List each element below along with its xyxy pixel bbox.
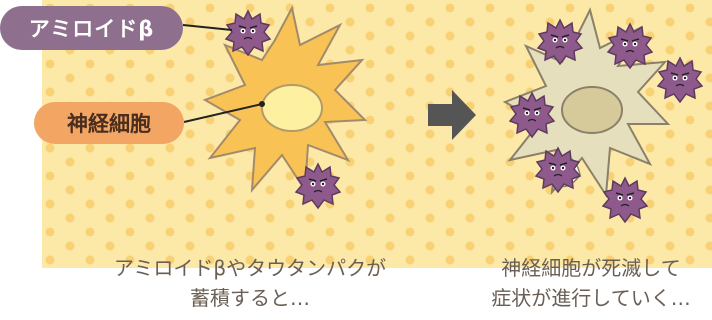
caption-before-line1: アミロイドβやタウタンパクが <box>113 256 387 280</box>
neuron-label: 神経細胞 <box>34 102 184 144</box>
neuron-leader-line <box>183 103 263 123</box>
caption-after: 神経細胞が死滅して 症状が進行していく… <box>470 253 712 313</box>
amyloid-leader-line <box>182 24 233 31</box>
caption-after-line1: 神経細胞が死滅して <box>501 256 681 280</box>
caption-before-line2: 蓄積すると… <box>190 286 310 310</box>
caption-before: アミロイドβやタウタンパクが 蓄積すると… <box>40 253 460 313</box>
healthy-nucleus <box>261 84 323 132</box>
healthy-neuron <box>202 5 368 194</box>
dead-nucleus <box>561 86 623 134</box>
progress-arrow <box>428 90 476 140</box>
amyloid-beta-label: アミロイドβ <box>0 6 183 50</box>
caption-after-line2: 症状が進行していく… <box>491 286 691 310</box>
